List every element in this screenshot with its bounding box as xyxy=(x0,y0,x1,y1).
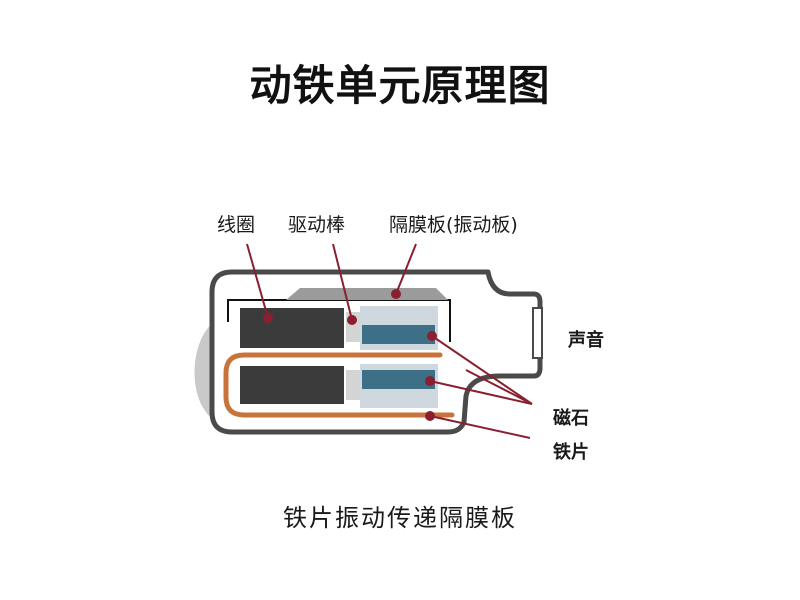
diagram-caption: 铁片振动传递隔膜板 xyxy=(283,504,517,532)
pointer-coil-dot xyxy=(263,313,273,323)
pointer-magnet-upper-dot xyxy=(427,331,437,341)
diaphragm-plate xyxy=(286,288,448,300)
magnet-upper xyxy=(362,325,435,344)
pointer-drive-rod xyxy=(332,243,353,321)
page-title: 动铁单元原理图 xyxy=(249,61,551,110)
pointer-magnet-upper xyxy=(431,335,533,405)
sound-port xyxy=(532,307,543,359)
label-diaphragm: 隔膜板(振动板) xyxy=(389,214,518,236)
coil-upper xyxy=(240,308,344,348)
pointer-magnet-lower-dot xyxy=(425,376,435,386)
pointer-armature-right xyxy=(465,369,533,405)
label-armature: 铁片 xyxy=(553,442,589,463)
magnet-lower xyxy=(362,370,435,389)
pointer-diaphragm xyxy=(395,243,417,295)
pointer-coil xyxy=(246,243,269,319)
pointer-magnet-lower xyxy=(429,380,533,405)
armature-u xyxy=(223,352,455,418)
label-sound: 声音 xyxy=(568,330,604,351)
pointer-lines xyxy=(246,243,533,439)
label-magnet: 磁石 xyxy=(553,408,589,429)
pointer-armature-dot xyxy=(425,411,435,421)
label-drive-rod: 驱动棒 xyxy=(288,214,346,236)
back-cap xyxy=(194,322,214,420)
coil-lower xyxy=(240,366,344,404)
drive-rod-lower xyxy=(346,370,360,400)
pointer-armature xyxy=(429,415,531,439)
label-coil: 线圈 xyxy=(217,214,256,236)
pointer-drive-rod-dot xyxy=(347,315,357,325)
pointer-diaphragm-dot xyxy=(391,289,401,299)
